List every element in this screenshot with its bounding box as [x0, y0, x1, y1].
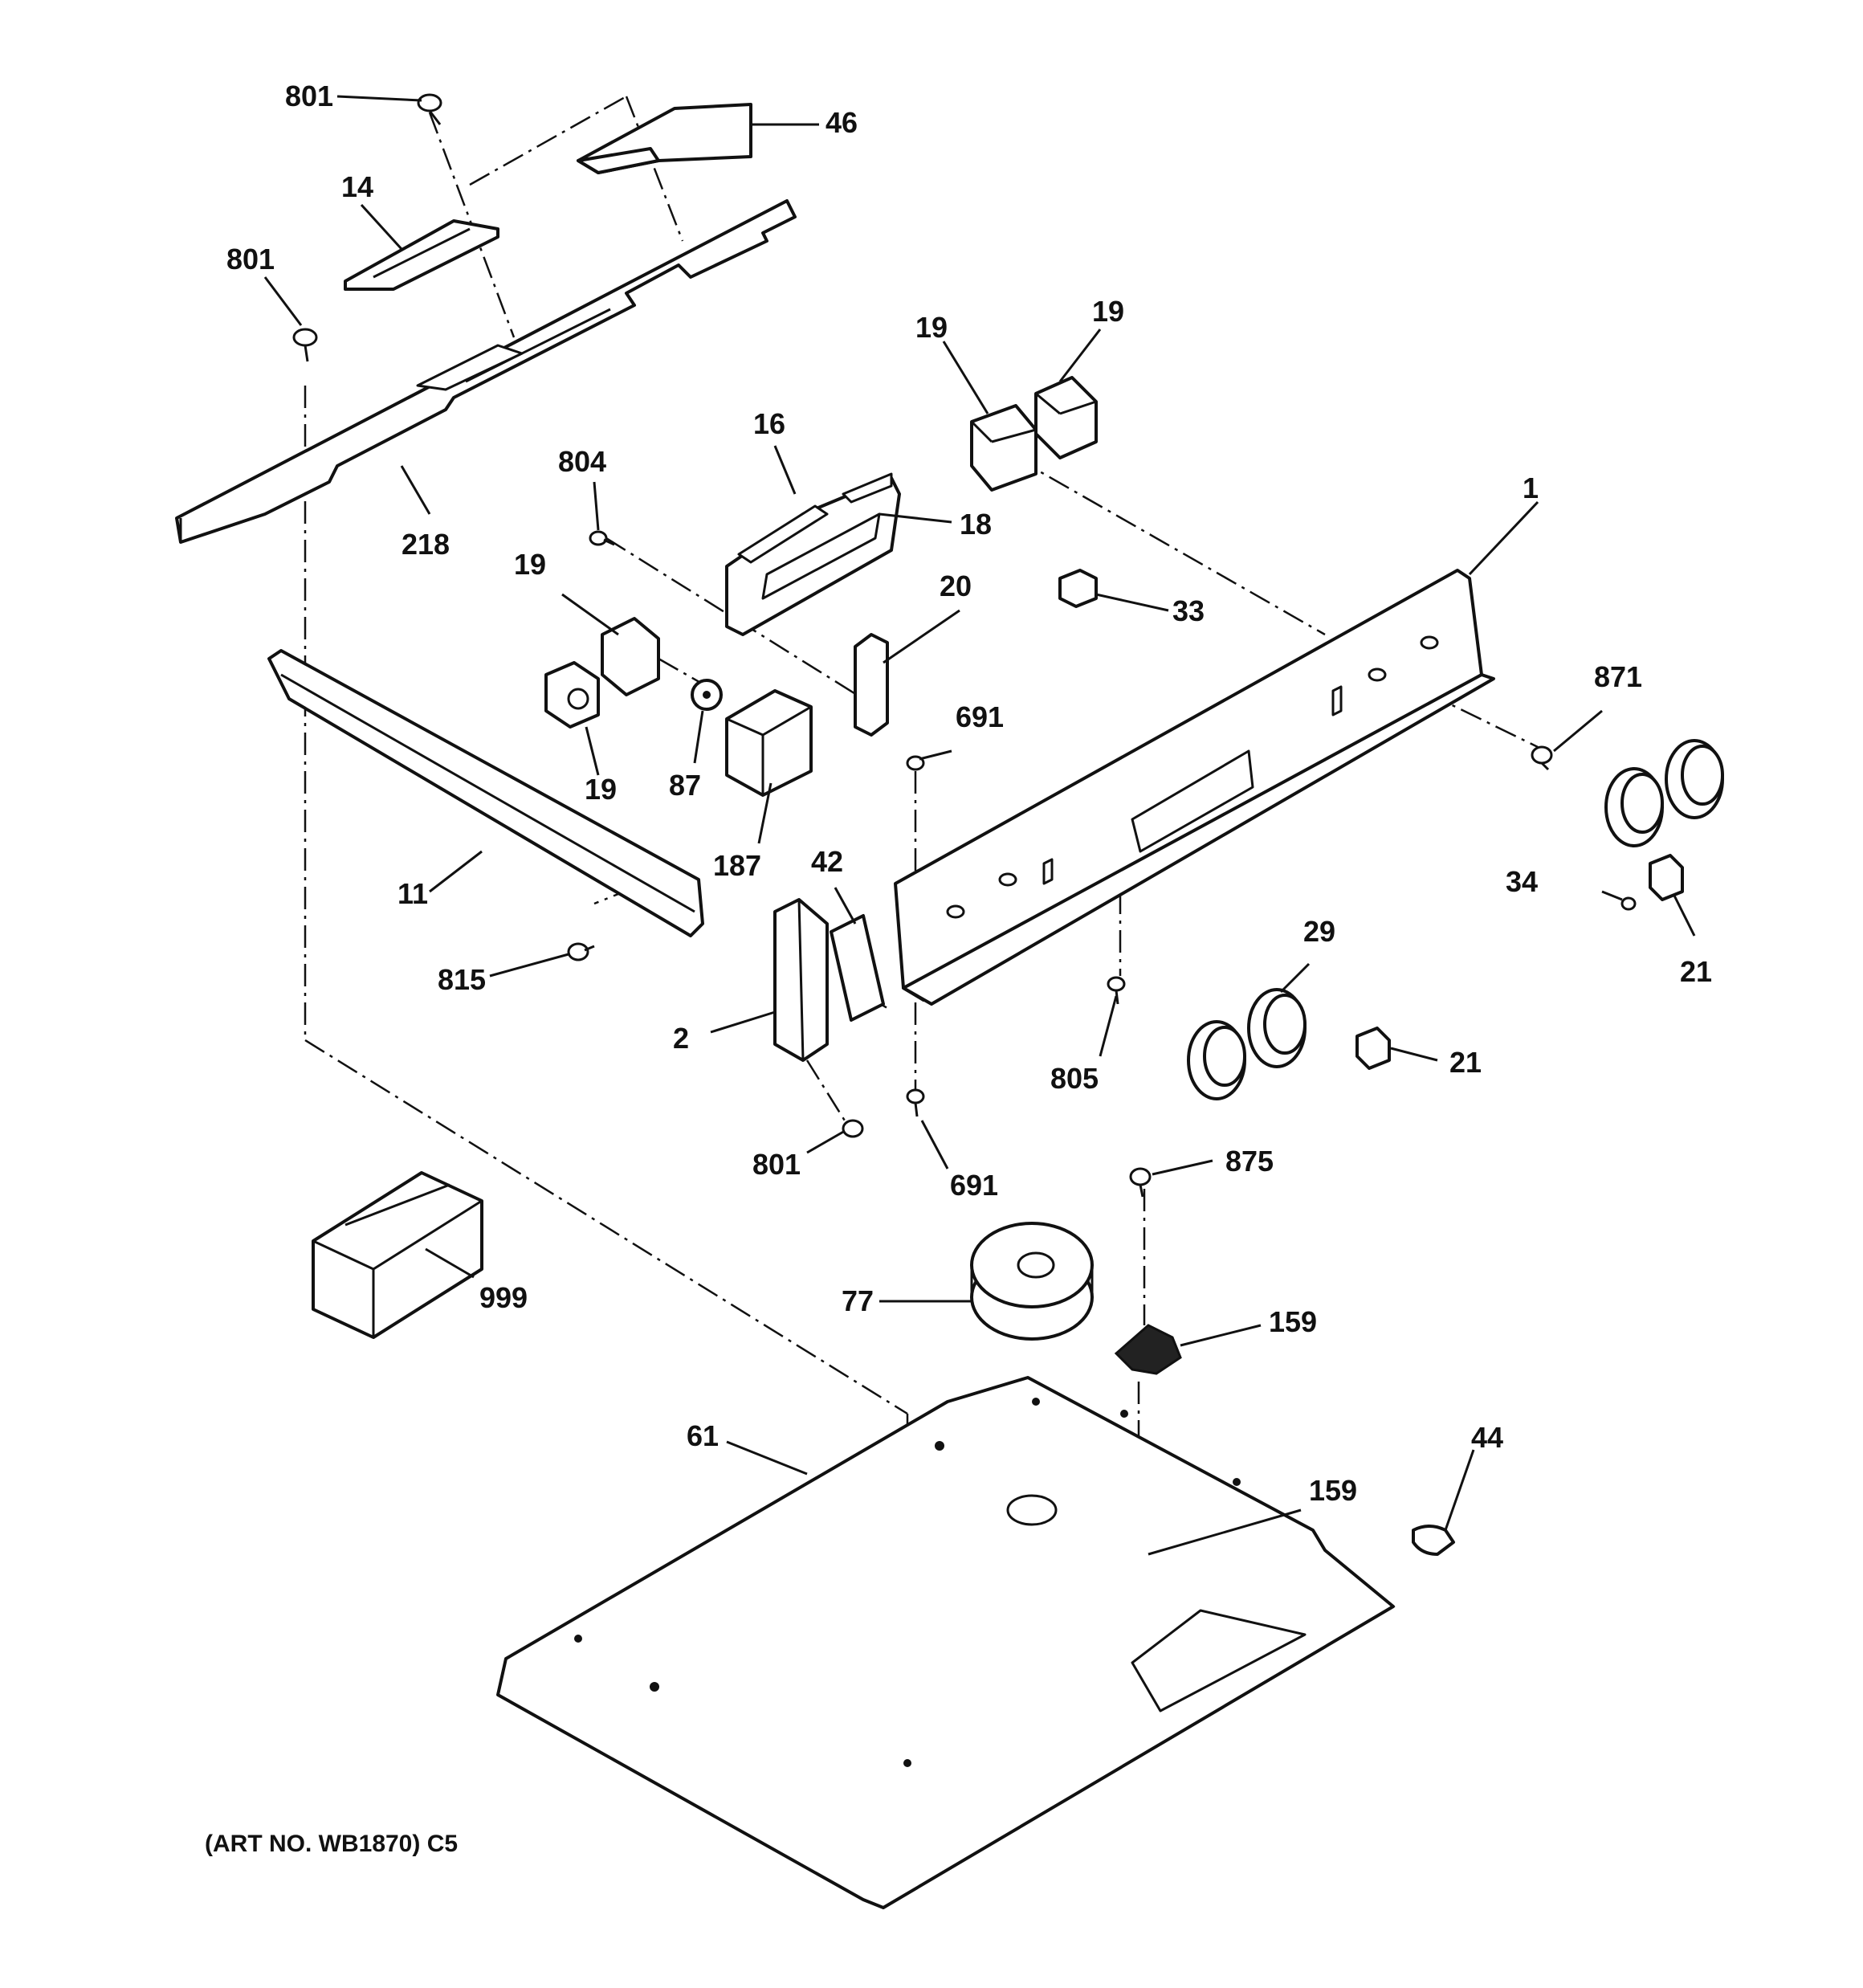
part-187-box — [725, 689, 813, 797]
callout-18: 18 — [960, 508, 992, 541]
screw-691-bottom — [906, 1088, 925, 1117]
screw-805 — [1107, 976, 1126, 1005]
callout-871: 871 — [1594, 660, 1642, 693]
part-159-thermostat-upper — [1114, 1324, 1182, 1375]
part-218-top-panel — [175, 199, 797, 544]
part-29-knob-front — [1187, 1020, 1246, 1100]
callout-801-left: 801 — [226, 243, 275, 276]
callout-11: 11 — [397, 877, 428, 910]
callout-19-a: 19 — [915, 311, 948, 344]
callout-2: 2 — [673, 1022, 689, 1055]
part-42-bracket — [830, 914, 885, 1022]
callout-815: 815 — [438, 963, 486, 996]
callout-875: 875 — [1225, 1145, 1274, 1178]
callout-16: 16 — [753, 407, 785, 440]
callout-19-c: 19 — [514, 548, 546, 581]
part-44-wire-clip — [1412, 1525, 1455, 1556]
part-29-knob-back — [1247, 988, 1307, 1068]
part-1-control-panel — [894, 569, 1495, 1006]
part-2-end-cap — [773, 898, 829, 1062]
screw-815 — [567, 942, 595, 961]
callout-61: 61 — [687, 1419, 719, 1452]
callout-44: 44 — [1471, 1421, 1503, 1454]
callout-29: 29 — [1303, 915, 1335, 948]
part-19-switch-top-left — [970, 404, 1037, 492]
callout-21-right: 21 — [1680, 955, 1712, 988]
part-16-control-board — [725, 472, 901, 636]
callout-805: 805 — [1050, 1062, 1099, 1095]
screw-875 — [1129, 1167, 1152, 1198]
leader-lines — [263, 95, 1696, 1556]
callout-159-upper: 159 — [1269, 1305, 1317, 1338]
callout-14: 14 — [341, 170, 373, 203]
part-20-bracket — [854, 633, 889, 737]
callout-801-bottom: 801 — [752, 1148, 801, 1181]
part-19-switch-mid-upper — [601, 617, 660, 696]
callout-21-lower: 21 — [1449, 1046, 1482, 1079]
callout-19-b: 19 — [1092, 295, 1124, 328]
part-77-insulation-roll — [970, 1222, 1094, 1341]
callout-19-d: 19 — [585, 773, 617, 806]
callout-187: 187 — [713, 849, 761, 882]
callout-801-top: 801 — [285, 80, 333, 112]
part-19-switch-top-right — [1034, 376, 1098, 459]
part-knob-right-1 — [1604, 767, 1664, 847]
part-33-light — [1058, 569, 1098, 608]
part-19-switch-mid-lower — [544, 661, 600, 729]
screw-804 — [589, 530, 615, 546]
screw-691-top — [906, 755, 925, 771]
nut-34 — [1620, 896, 1637, 911]
callout-77: 77 — [842, 1284, 874, 1317]
screw-801-top — [417, 93, 442, 125]
callout-46: 46 — [826, 106, 858, 139]
callout-87: 87 — [669, 769, 701, 802]
callout-691-bottom: 691 — [950, 1169, 998, 1202]
callout-804: 804 — [558, 445, 606, 478]
callout-34: 34 — [1506, 865, 1538, 898]
part-14-plate — [344, 219, 499, 291]
callout-labels: 801 46 14 801 218 16 19 19 804 18 1 19 2… — [226, 80, 1712, 1507]
part-11-rail — [267, 649, 704, 937]
screw-801-bottom — [842, 1119, 864, 1138]
art-number-caption: (ART NO. WB1870) C5 — [205, 1831, 458, 1857]
part-61-base-pan — [496, 1376, 1396, 1909]
callout-218: 218 — [402, 528, 450, 561]
callout-33: 33 — [1172, 594, 1205, 627]
callout-1: 1 — [1523, 471, 1539, 504]
part-knob-right-2 — [1665, 739, 1724, 819]
callout-159-lower: 159 — [1309, 1474, 1357, 1507]
screw-871 — [1531, 745, 1553, 771]
part-46-bracket — [577, 103, 752, 174]
callout-691-top: 691 — [956, 700, 1004, 733]
part-999-box — [312, 1171, 483, 1339]
callout-20: 20 — [940, 569, 972, 602]
part-21-switch-lower — [1355, 1027, 1391, 1070]
callout-999: 999 — [479, 1281, 528, 1314]
part-87-washer — [691, 679, 723, 711]
callout-42: 42 — [811, 845, 843, 878]
screw-801-left — [292, 328, 318, 362]
part-21-switch-right — [1649, 854, 1684, 901]
